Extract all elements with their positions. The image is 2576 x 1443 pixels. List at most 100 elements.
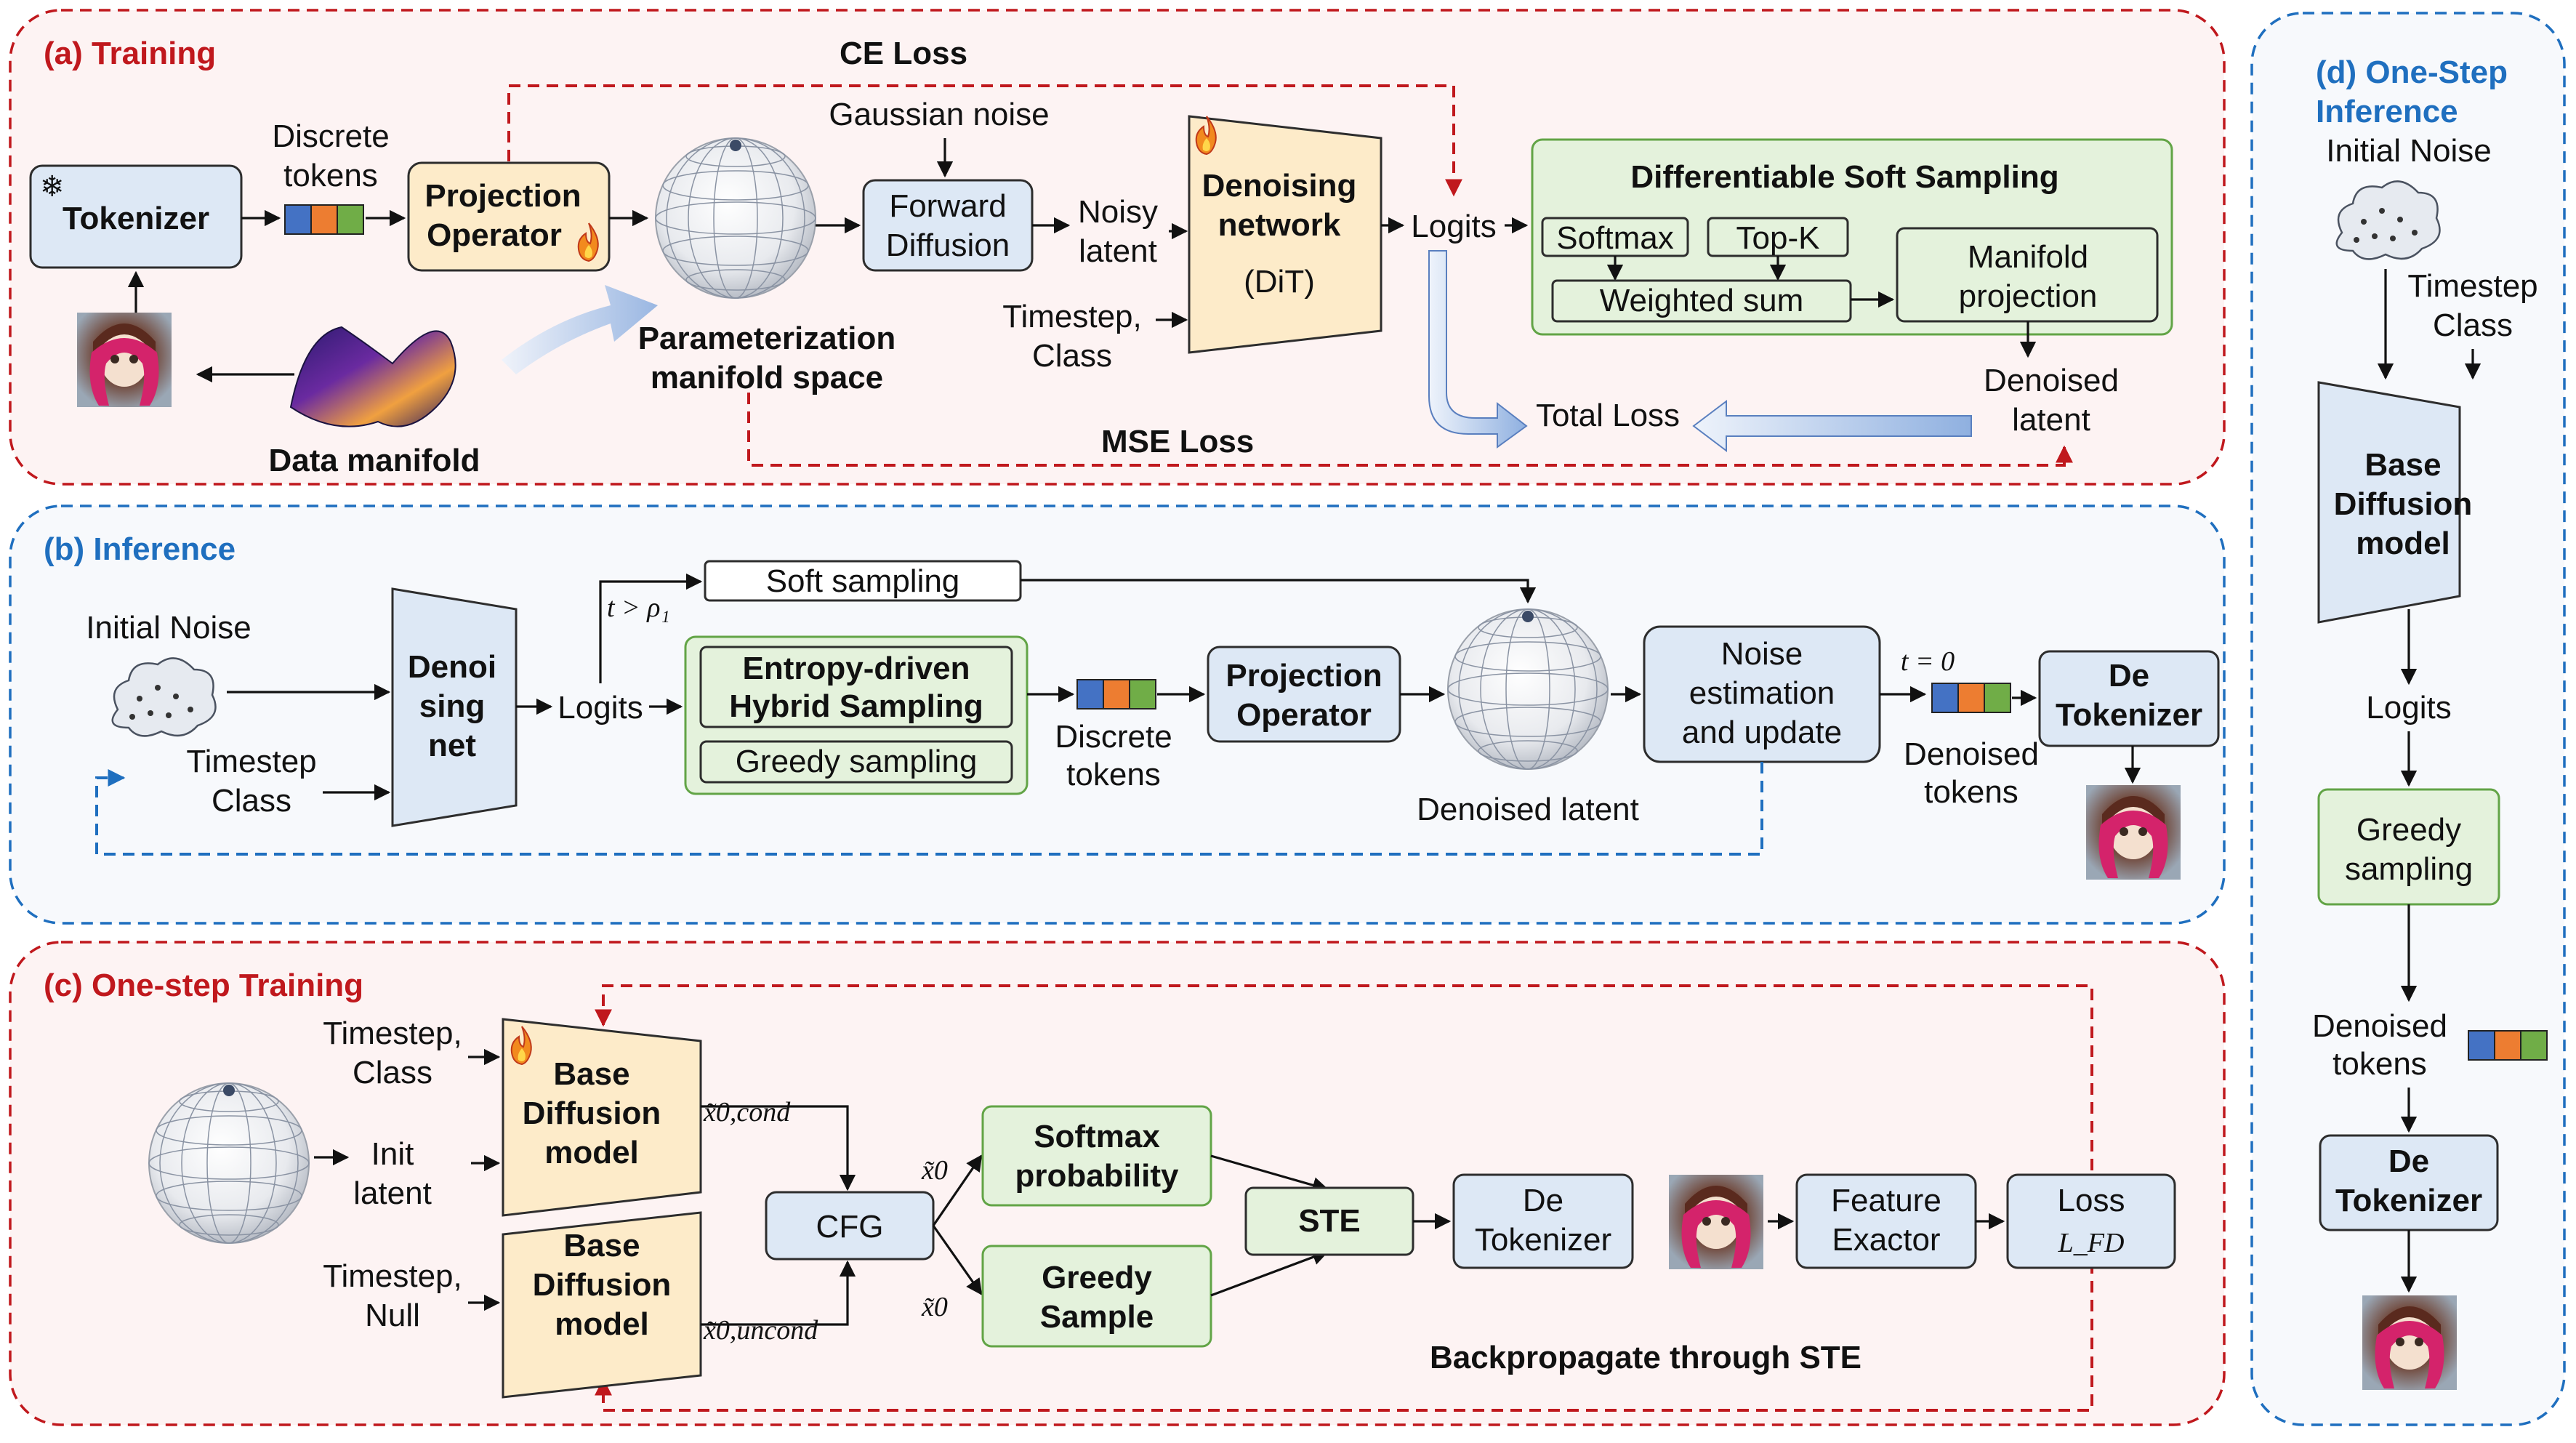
greedy-sample-label-1: Greedy <box>1042 1260 1152 1295</box>
logits-to-loss-arrow <box>1428 250 1528 449</box>
timestep-null-label-1: Timestep, <box>323 1258 462 1294</box>
denoised-tokens-strip <box>1931 683 2011 713</box>
initial-noise-label: Initial Noise <box>2326 133 2491 169</box>
manifold-projection-label-2: projection <box>1959 278 2098 314</box>
gaussian-noise-label: Gaussian noise <box>829 97 1049 132</box>
greedy-sampling-label-2: sampling <box>2345 851 2473 887</box>
base-uncond-label-2: Diffusion <box>533 1267 672 1303</box>
soft-sampling-label: Soft sampling <box>766 563 960 599</box>
timestep-null-label-2: Null <box>365 1298 420 1333</box>
param-space-label-1: Parameterization <box>638 321 896 356</box>
input-image <box>77 313 172 407</box>
manifold-projection-label-1: Manifold <box>1968 239 2088 275</box>
detokenizer-box <box>2038 650 2220 747</box>
denoised-tokens-label-2: tokens <box>2333 1046 2427 1082</box>
projection-operator-box <box>407 161 611 272</box>
tokenizer-box <box>29 164 243 269</box>
panel-d-title-2: Inference <box>2316 94 2458 129</box>
topk-label: Top-K <box>1736 220 1820 256</box>
base-cond-label-2: Diffusion <box>523 1096 661 1131</box>
greedy-sampling-label-1: Greedy <box>2356 812 2461 848</box>
weighted-sum-label: Weighted sum <box>1600 283 1803 318</box>
noise-estimation-label-3: and update <box>1682 715 1842 750</box>
panel-training: (a) Training CE Loss MSE Loss ❄ Tokenize… <box>9 9 2226 486</box>
panel-one-step-inference: (d) One-Step Inference Initial Noise Tim… <box>2250 12 2566 1426</box>
feature-extractor-label-2: Exactor <box>1832 1222 1940 1258</box>
base-label-3: model <box>2356 526 2450 561</box>
x0-bottom-label: x̃0 <box>921 1292 948 1322</box>
noise-estimation-label-1: Noise <box>1721 636 1803 672</box>
denoising-net-label-2: sing <box>419 688 485 724</box>
detokenizer-label-2: Tokenizer <box>2335 1183 2482 1218</box>
class-label: Class <box>212 783 291 819</box>
detokenizer-label-1: De <box>2109 658 2149 694</box>
output-image <box>2362 1295 2457 1390</box>
greedy-sample-label-2: Sample <box>1040 1299 1154 1335</box>
noise-estimation-label-2: estimation <box>1689 675 1835 711</box>
base-label-2: Diffusion <box>2334 486 2473 522</box>
denoising-label-2: network <box>1218 207 1341 243</box>
cond-soft-label: t > ρ₁ <box>607 592 670 623</box>
denoised-latent-sphere <box>1447 608 1609 770</box>
detokenizer-label-2: Tokenizer <box>2056 697 2202 733</box>
panel-inference: (b) Inference Initial Noise Timestep Cla… <box>9 505 2226 925</box>
softmax-prob-label-2: probability <box>1015 1158 1179 1194</box>
panel-one-step-training: (c) One-step Training Timestep, Class In… <box>9 941 2226 1426</box>
logits-label: Logits <box>558 690 643 725</box>
cond-zero-label: t = 0 <box>1901 646 1955 677</box>
greedy-sampling-box <box>699 740 1013 784</box>
greedy-sampling-label: Greedy sampling <box>736 744 978 779</box>
denoised-latent-label-1: Denoised <box>1984 363 2119 398</box>
detokenizer-label-1: De <box>1523 1183 1563 1218</box>
ste-label: STE <box>1298 1203 1361 1239</box>
lift-arrow <box>502 285 658 374</box>
panel-training-title: (a) Training <box>44 36 216 71</box>
data-manifold-label: Data manifold <box>269 443 480 478</box>
snowflake-icon: ❄ <box>40 171 65 203</box>
projection-label-2: Operator <box>427 217 562 253</box>
discrete-tokens-strip <box>1076 679 1156 710</box>
panel-inference-title: (b) Inference <box>44 531 236 567</box>
x0-top-label: x̃0 <box>921 1155 948 1186</box>
discrete-tokens-label-2: tokens <box>283 158 378 193</box>
entropy-hybrid-box <box>699 646 1013 728</box>
timestep-class-label-1: Timestep, <box>1002 299 1142 334</box>
base-diffusion-shape <box>2317 381 2461 624</box>
discrete-tokens-label-2: tokens <box>1066 757 1161 792</box>
projection-label-1: Projection <box>1225 658 1382 694</box>
projection-label-1: Projection <box>424 178 581 214</box>
loss-label: Loss <box>2058 1183 2125 1218</box>
weighted-sum-box <box>1551 279 1852 323</box>
timestep-label: Timestep <box>2407 268 2537 304</box>
class-label: Class <box>2433 308 2513 343</box>
softmax-label: Softmax <box>1556 220 1673 256</box>
forward-label-1: Forward <box>889 188 1006 224</box>
timestep-class-label-2: Class <box>353 1055 432 1090</box>
x-uncond-label: x̃0,uncond <box>703 1315 818 1346</box>
noisy-latent-label-2: latent <box>1079 233 1157 269</box>
cfg-label: CFG <box>816 1209 884 1245</box>
denoising-net-label-1: Denoi <box>408 649 496 685</box>
denoising-net-shape <box>391 587 518 827</box>
entropy-label-2: Hybrid Sampling <box>729 688 983 724</box>
parameterization-sphere <box>655 137 816 299</box>
softmax-prob-label-1: Softmax <box>1034 1119 1160 1154</box>
base-diffusion-uncond-shape <box>502 1211 702 1399</box>
dss-title: Differentiable Soft Sampling <box>1630 159 2058 195</box>
forward-label-2: Diffusion <box>886 228 1010 263</box>
detokenizer-label-1: De <box>2388 1143 2429 1179</box>
tokenizer-label: Tokenizer <box>63 201 209 236</box>
total-loss-label: Total Loss <box>1536 398 1680 433</box>
x-cond-label: x̃0,cond <box>703 1097 791 1128</box>
logits-label: Logits <box>2366 690 2451 725</box>
projection-label-2: Operator <box>1236 697 1372 733</box>
noisy-latent-label-1: Noisy <box>1078 194 1158 230</box>
timestep-class-label-2: Class <box>1032 338 1112 374</box>
feature-extractor-label-1: Feature <box>1831 1183 1941 1218</box>
denoised-tokens-label-1: Denoised <box>1904 736 2039 772</box>
greedy-sample-box <box>981 1245 1212 1348</box>
denoised-latent-label-2: latent <box>2012 402 2090 438</box>
ce-loss-label: CE Loss <box>840 36 967 71</box>
base-uncond-label-1: Base <box>563 1228 640 1263</box>
